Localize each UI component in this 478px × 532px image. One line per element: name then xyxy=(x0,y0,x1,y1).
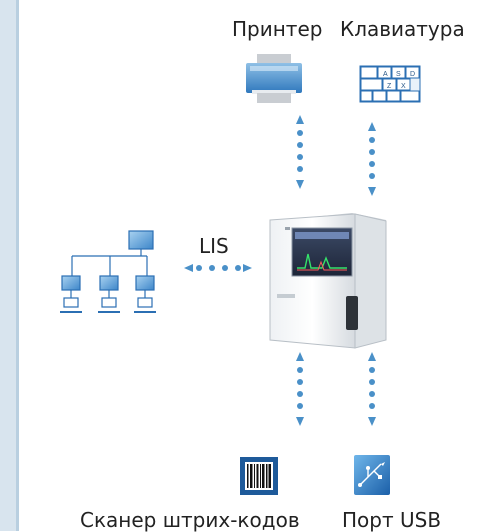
lis-label: LIS xyxy=(199,234,229,258)
connector-usb xyxy=(368,352,376,426)
key-label-d: D xyxy=(410,71,415,78)
key-label-z: Z xyxy=(387,83,392,90)
usb-port-label: Порт USB xyxy=(342,508,442,532)
keyboard-label: Клавиатура xyxy=(340,17,465,41)
network-icon xyxy=(60,230,156,313)
analyzer-device xyxy=(269,213,387,349)
connector-lis xyxy=(184,264,252,272)
barcode-scanner-label: Сканер штрих-кодов xyxy=(80,508,300,532)
barcode-icon xyxy=(240,457,278,495)
left-side-band xyxy=(0,0,19,531)
keyboard-icon xyxy=(359,65,421,103)
printer-icon xyxy=(246,54,302,103)
keyboard-key-labels: A S D Z X xyxy=(383,71,415,90)
connector-printer xyxy=(296,115,304,189)
key-label-a: A xyxy=(383,71,388,78)
connector-scanner xyxy=(296,352,304,426)
usb-icon xyxy=(354,455,390,495)
key-label-s: S xyxy=(396,71,401,78)
printer-label: Принтер xyxy=(232,17,323,41)
connector-keyboard xyxy=(368,122,376,196)
key-label-x: X xyxy=(401,83,406,90)
